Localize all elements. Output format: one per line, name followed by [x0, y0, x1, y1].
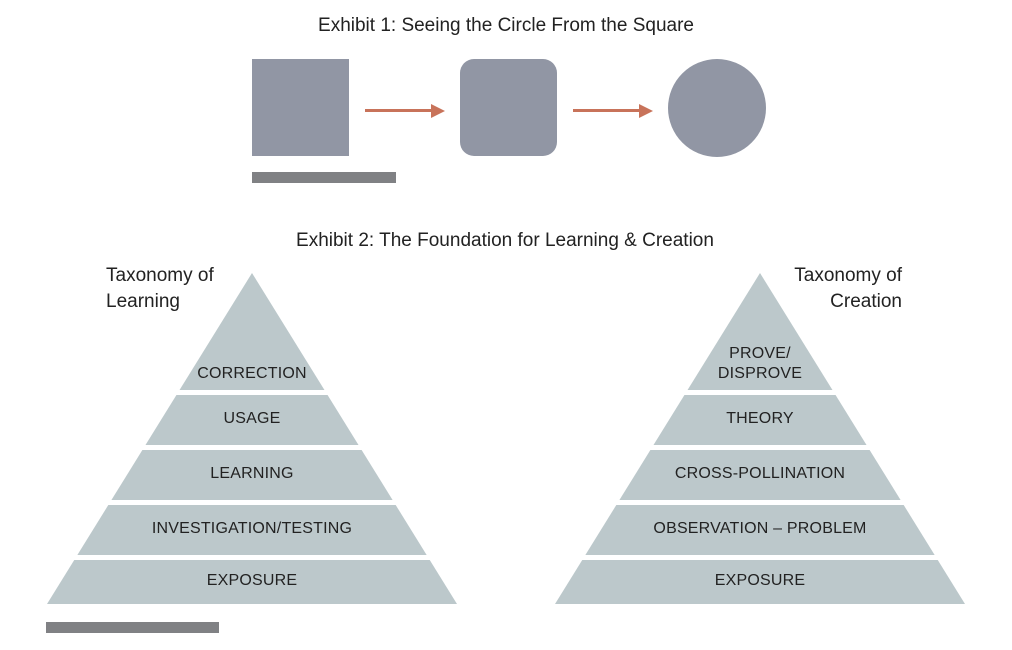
arrow-shaft — [365, 109, 433, 112]
creation-tier-label: PROVE/DISPROVE — [717, 345, 803, 382]
arrow-head — [639, 104, 653, 118]
learning-pyramid-title: Taxonomy of Learning — [106, 263, 214, 315]
creation-tier-1 — [687, 273, 833, 390]
arrow-head — [431, 104, 445, 118]
arrow-shaft — [573, 109, 641, 112]
learning-tier-1 — [179, 273, 325, 390]
learning-tier-label: INVESTIGATION/TESTING — [151, 520, 353, 537]
learning-title-line2: Learning — [106, 291, 180, 312]
creation-tier-label: OBSERVATION – PROBLEM — [653, 520, 867, 537]
learning-tier-4 — [77, 505, 427, 555]
right-arrow-icon — [365, 104, 445, 118]
creation-pyramid-title: Taxonomy of Creation — [760, 263, 902, 315]
learning-tier-label: EXPOSURE — [206, 572, 298, 589]
creation-tier-label: EXPOSURE — [714, 572, 806, 589]
learning-tier-3 — [111, 450, 393, 500]
creation-title-line1: Taxonomy of — [794, 265, 902, 286]
creation-title-line2: Creation — [830, 291, 902, 312]
learning-tier-label: CORRECTION — [197, 365, 307, 382]
creation-tier-label: THEORY — [726, 410, 794, 427]
divider-bar — [252, 172, 396, 183]
rounded-square-shape — [460, 59, 557, 156]
creation-tier-3 — [619, 450, 901, 500]
creation-tier-2 — [653, 395, 867, 445]
learning-title-line1: Taxonomy of — [106, 265, 214, 286]
creation-tier-5 — [555, 560, 965, 604]
circle-shape — [668, 59, 766, 157]
creation-tier-label: CROSS-POLLINATION — [674, 465, 846, 482]
creation-tier-4 — [585, 505, 935, 555]
learning-tier-label: LEARNING — [210, 465, 294, 482]
divider-bar — [46, 622, 219, 633]
learning-tier-label: USAGE — [223, 410, 281, 427]
exhibit1-title: Exhibit 1: Seeing the Circle From the Sq… — [318, 15, 694, 36]
exhibit2-title: Exhibit 2: The Foundation for Learning &… — [296, 230, 714, 251]
learning-tier-2 — [145, 395, 359, 445]
learning-tier-5 — [47, 560, 457, 604]
right-arrow-icon — [573, 104, 653, 118]
square-shape — [252, 59, 349, 156]
